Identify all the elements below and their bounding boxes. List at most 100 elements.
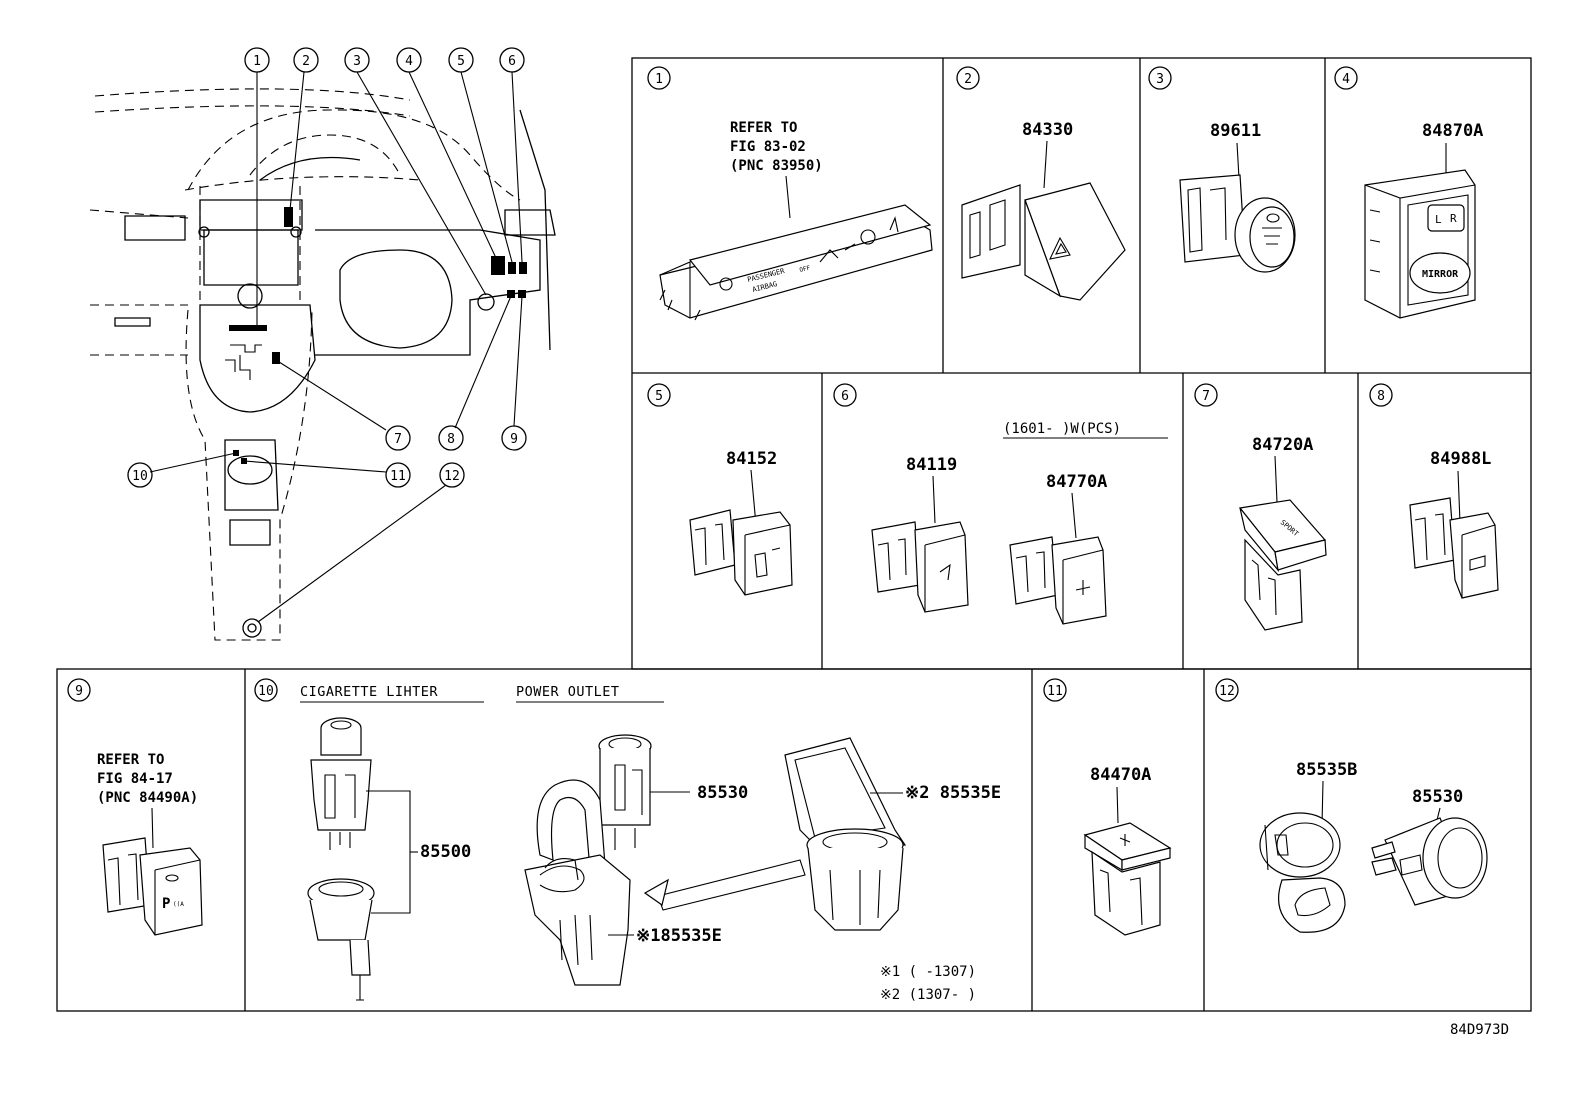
callout-9: 9: [501, 425, 527, 451]
svg-text:3: 3: [1156, 72, 1164, 87]
callout-7: 7: [385, 425, 411, 451]
svg-text:CIGARETTE LIHTER: CIGARETTE LIHTER: [300, 684, 438, 700]
svg-text:5: 5: [655, 389, 663, 404]
callout-1: 1: [244, 47, 270, 73]
svg-text:(PNC 83950): (PNC 83950): [730, 158, 823, 174]
svg-text:1: 1: [253, 54, 261, 69]
panel-4: 4 84870A L R MIRROR: [1334, 66, 1483, 319]
svg-text:84870A: 84870A: [1422, 121, 1483, 141]
svg-text:2: 2: [964, 72, 972, 87]
svg-text:89611: 89611: [1210, 121, 1261, 141]
callout-12: 12: [439, 462, 465, 488]
svg-text:((A: ((A: [173, 901, 184, 908]
socket-cover-85535E-2: [784, 737, 907, 931]
svg-text:4: 4: [405, 54, 413, 69]
callout-5: 5: [448, 47, 474, 73]
svg-text:7: 7: [1202, 389, 1210, 404]
callout-10: 10: [127, 462, 153, 488]
svg-text:※1 ( -1307): ※1 ( -1307): [880, 964, 976, 980]
panel-3: 3 89611: [1148, 66, 1296, 273]
outlet-cover-85535B: [1259, 812, 1346, 933]
panel-9: 9 REFER TO FIG 84-17 (PNC 84490A) P ((A: [67, 678, 203, 936]
callout-8: 8: [438, 425, 464, 451]
panel-8: 8 84988L: [1369, 383, 1499, 599]
parking-sensor-switch: P ((A: [102, 837, 203, 936]
panel-5: 5 84152: [647, 383, 793, 596]
svg-text:R: R: [1450, 212, 1457, 225]
callout-3: 3: [344, 47, 370, 73]
mirror-switch: L R MIRROR: [1364, 169, 1476, 319]
callout-6: 6: [499, 47, 525, 73]
svg-text:7: 7: [394, 432, 402, 447]
svg-text:OFF: OFF: [799, 264, 812, 274]
overview-callouts: 1 2 3 4 5 6 7 8 9 10 11 12: [127, 47, 527, 488]
cigarette-lighter: [307, 717, 411, 1001]
svg-text:※185535E: ※185535E: [636, 926, 722, 946]
switch-84470A: [1083, 822, 1172, 936]
svg-text:12: 12: [444, 469, 460, 484]
panel-grid: [56, 57, 1532, 1012]
svg-text:FIG 84-17: FIG 84-17: [97, 771, 173, 787]
panel-12: 12 85535B 85530: [1215, 678, 1488, 933]
panel-2: 2 84330: [956, 66, 1126, 301]
svg-text:MIRROR: MIRROR: [1422, 269, 1459, 280]
switch-84152: [689, 509, 793, 596]
svg-text:85530: 85530: [697, 783, 748, 803]
callout-4: 4: [396, 47, 422, 73]
svg-text:84988L: 84988L: [1430, 449, 1491, 469]
svg-text:85500: 85500: [420, 842, 471, 862]
callout-2: 2: [293, 47, 319, 73]
svg-text:L: L: [1435, 213, 1442, 226]
airbag-switch-panel: PASSENGER AIRBAG OFF: [659, 204, 933, 321]
switch-84988L: [1409, 497, 1499, 599]
svg-text:9: 9: [510, 432, 518, 447]
svg-text:8: 8: [1377, 389, 1385, 404]
dashboard-overview: [89, 71, 556, 641]
outlet-85530: [1371, 817, 1488, 906]
svg-text:P: P: [162, 896, 170, 912]
svg-text:84770A: 84770A: [1046, 472, 1107, 492]
switch-84720A: SPORT: [1238, 499, 1327, 631]
switch-84119: [871, 521, 969, 613]
power-outlet: [598, 734, 690, 850]
svg-text:REFER TO: REFER TO: [730, 120, 797, 136]
svg-text:85530: 85530: [1412, 787, 1463, 807]
svg-text:REFER TO: REFER TO: [97, 752, 164, 768]
svg-text:POWER OUTLET: POWER OUTLET: [516, 684, 620, 700]
svg-text:※2 85535E: ※2 85535E: [905, 783, 1001, 803]
svg-text:12: 12: [1219, 684, 1235, 699]
svg-text:4: 4: [1342, 72, 1350, 87]
svg-text:84470A: 84470A: [1090, 765, 1151, 785]
svg-text:8: 8: [447, 432, 455, 447]
svg-text:2: 2: [302, 54, 310, 69]
svg-text:3: 3: [353, 54, 361, 69]
svg-text:11: 11: [1047, 684, 1063, 699]
socket-cover-85535E-1: [524, 779, 631, 986]
svg-text:9: 9: [75, 684, 83, 699]
svg-text:6: 6: [508, 54, 516, 69]
svg-text:5: 5: [457, 54, 465, 69]
svg-text:84720A: 84720A: [1252, 435, 1313, 455]
panel-1: 1 REFER TO FIG 83-02 (PNC 83950) PASSENG…: [647, 66, 933, 321]
svg-text:FIG 83-02: FIG 83-02: [730, 139, 806, 155]
svg-text:※2 (1307- ): ※2 (1307- ): [880, 987, 976, 1003]
svg-text:84119: 84119: [906, 455, 957, 475]
switch-84770A: [1009, 536, 1107, 625]
svg-text:6: 6: [841, 389, 849, 404]
panel-10: 10 CIGARETTE LIHTER POWER OUTLET 85500: [254, 678, 1001, 1003]
svg-text:(PNC 84490A): (PNC 84490A): [97, 790, 198, 806]
panel-7: 7 84720A SPORT: [1194, 383, 1327, 631]
svg-text:10: 10: [132, 469, 148, 484]
callout-11: 11: [385, 462, 411, 488]
panel-6: 6 (1601- )W(PCS) 84119 84770A: [833, 383, 1168, 625]
panel-11: 11 84470A: [1043, 678, 1172, 936]
svg-text:10: 10: [258, 684, 274, 699]
diagram-code: 84D973D: [1450, 1022, 1509, 1038]
hazard-switch: [961, 182, 1126, 301]
svg-text:1: 1: [655, 72, 663, 87]
svg-text:11: 11: [390, 469, 406, 484]
svg-text:(1601- )W(PCS): (1601- )W(PCS): [1003, 421, 1121, 437]
svg-text:85535B: 85535B: [1296, 760, 1357, 780]
svg-text:84152: 84152: [726, 449, 777, 469]
